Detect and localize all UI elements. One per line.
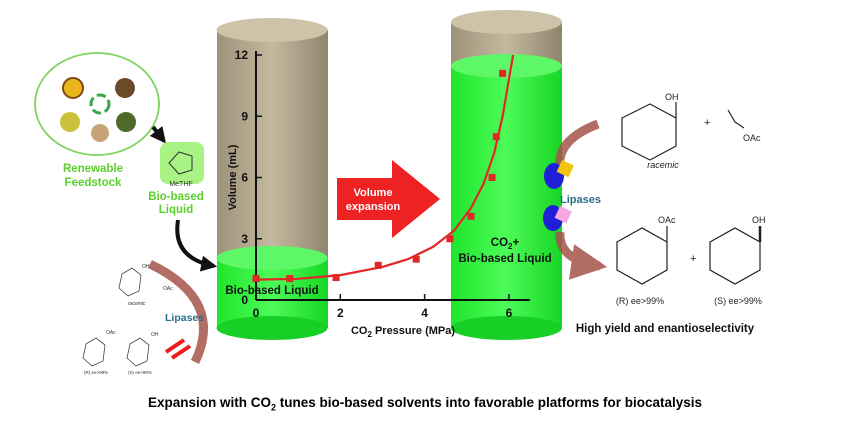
chart-x-axis-label: CO2 Pressure (MPa): [351, 325, 455, 339]
right-cylinder-label-line1: CO2+: [491, 237, 520, 251]
corn-icon: [60, 112, 80, 132]
grain-icon: [115, 78, 135, 98]
feedstock-label-line1: Renewable: [63, 163, 123, 175]
right-top-curved-arrow: [555, 119, 600, 169]
left-inset-product-oac: OAc: [106, 330, 116, 336]
chart-y-axis-label: Volume (mL): [227, 144, 239, 210]
seeds-icon: [91, 124, 109, 142]
chart-y-tick-label: 12: [235, 48, 249, 62]
right-cylinder: CO2+ Bio-based Liquid: [451, 10, 562, 340]
volume-expansion-arrow: Volume expansion: [337, 160, 440, 238]
volume-expansion-arrow-shape: [337, 160, 440, 238]
chart-y-tick-label: 0: [241, 293, 248, 307]
methf-group: MeTHF Bio-based Liquid: [148, 142, 204, 216]
chart-data-point: [488, 174, 496, 181]
left-cylinder-label: Bio-based Liquid: [225, 285, 318, 297]
left-inset-curved-arrow: [148, 259, 208, 364]
chart-data-point: [446, 235, 454, 243]
left-inset-block-mark-2: [170, 344, 192, 360]
methf-label-line2: Liquid: [159, 204, 194, 216]
chart-y-tick-label: 6: [241, 171, 248, 185]
right-reaction-panel: OH racemic + OAc Lipases OAc + OH (R) ee…: [543, 92, 766, 335]
racemic-oh: OH: [665, 92, 679, 102]
right-bottom-curved-arrow: [555, 231, 608, 280]
chart-y-tick-label: 9: [241, 109, 248, 123]
right-cylinder-tan-top: [451, 10, 562, 34]
left-inset-ee-r: (R) ee>99%: [84, 370, 108, 375]
recycle-icon: [89, 93, 111, 115]
product-s-oh: OH: [752, 215, 766, 225]
volume-expansion-line2: expansion: [346, 201, 401, 213]
left-cylinder: Bio-based Liquid: [216, 18, 328, 340]
lipases-label: Lipases: [560, 194, 601, 206]
left-inset-lipases: Lipases: [165, 312, 204, 324]
sunflower-icon: [62, 77, 84, 99]
chart-data-point: [499, 69, 507, 77]
chart-data-point: [492, 133, 500, 141]
methf-to-cylinder-arrow: [175, 219, 218, 272]
right-cylinder-bottom: [451, 316, 562, 340]
left-inset-product-r-icon: [82, 337, 106, 367]
left-inset-ee-s: (S) ee>99%: [128, 370, 152, 375]
methf-molecule-icon: [168, 151, 193, 175]
left-inset-product-s-icon: [126, 337, 150, 367]
left-cylinder-tan-body: [217, 30, 328, 260]
left-inset-oac-small: OAc: [163, 286, 173, 292]
left-inset-reaction: OH OAc racemic Lipases OAc OH (R) ee>99%…: [82, 259, 208, 375]
chart-data-point: [412, 255, 420, 263]
chart-x-tick-label: 4: [421, 306, 428, 320]
chart-data-point: [374, 261, 382, 269]
chart-y-tick-label: 3: [241, 232, 248, 246]
vinyl-acetate-oac: OAc: [743, 133, 761, 143]
racemic-substrate-icon: [621, 103, 677, 161]
left-inset-product-oh: OH: [151, 332, 159, 338]
lipase-substrate-top: [556, 160, 574, 178]
algae-icon: [116, 112, 136, 132]
left-inset-oh: OH: [142, 264, 150, 270]
left-cylinder-tan-top: [216, 18, 328, 42]
result-label: High yield and enantioselectivity: [576, 323, 755, 335]
bottom-caption: Expansion with CO2 tunes bio-based solve…: [147, 395, 703, 413]
renewable-feedstock-group: Renewable Feedstock: [34, 52, 160, 189]
chart-x-tick-label: 6: [506, 306, 513, 320]
product-plus: +: [690, 253, 696, 265]
right-cylinder-green-body: [451, 66, 562, 328]
chart-data-point: [332, 274, 340, 282]
product-s-ee: (S) ee>99%: [714, 296, 762, 306]
product-r-icon: [616, 227, 668, 285]
reactant-plus: +: [704, 117, 710, 129]
left-cylinder-green-top: [216, 246, 328, 270]
right-cylinder-green-top: [451, 54, 562, 78]
methf-label-line1: Bio-based: [148, 191, 204, 203]
chart-fit-curve: [255, 54, 515, 281]
lipase-substrate-bottom: [554, 206, 572, 224]
product-r-ee: (R) ee>99%: [616, 296, 664, 306]
left-inset-racemic: racemic: [128, 301, 146, 307]
feedstock-to-methf-arrow: [149, 125, 166, 144]
racemic-label: racemic: [647, 160, 679, 170]
right-cylinder-label-line2: Bio-based Liquid: [458, 253, 551, 265]
methf-molecule-label: MeTHF: [169, 181, 192, 188]
volume-expansion-line1: Volume: [354, 187, 393, 199]
product-r-oac: OAc: [658, 215, 676, 225]
chart-data-point: [467, 212, 475, 220]
chart-x-tick-label: 2: [337, 306, 344, 320]
product-s-icon: [709, 227, 761, 285]
left-cylinder-bottom: [216, 316, 328, 340]
chart-data-point: [286, 275, 294, 283]
vinyl-acetate-icon: [727, 109, 745, 129]
methf-glow: [160, 142, 204, 184]
feedstock-label-line2: Feedstock: [65, 177, 122, 189]
left-inset-substrate-icon: [118, 267, 142, 297]
chart-data-point: [252, 275, 260, 283]
chart-x-tick-label: 0: [253, 306, 260, 320]
left-inset-block-mark-1: [164, 338, 186, 354]
